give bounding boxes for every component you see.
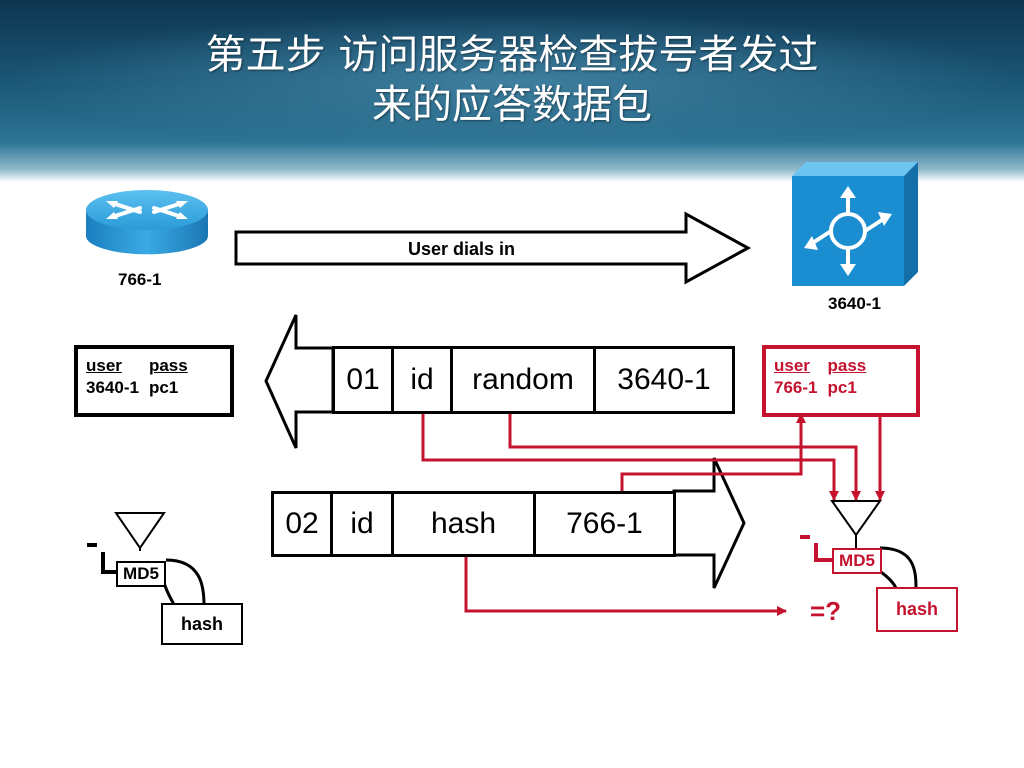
packet1-id: id (391, 346, 453, 414)
challenge-arrow (264, 314, 335, 449)
compare-symbol: =? (810, 596, 842, 626)
title-line-1: 第五步 访问服务器检查拔号者发过 (205, 32, 819, 78)
md5-funnel-left (87, 512, 206, 606)
packet1-code: 01 (332, 346, 394, 414)
packet1-random: random (450, 346, 596, 414)
access-server-icon (792, 162, 918, 286)
credentials-table-left: user pass 3640-1 pc1 (74, 345, 234, 417)
dial-in-label: User dials in (408, 239, 516, 259)
response-arrow (672, 457, 746, 589)
md5-box-right: MD5 (832, 548, 882, 574)
title-line-2: 来的应答数据包 (372, 82, 652, 128)
router-icon (86, 190, 208, 255)
packet2-name: 766-1 (533, 491, 676, 557)
user-value: 3640-1 (86, 378, 139, 397)
pass-value: pc1 (827, 378, 857, 397)
packet2-hash: hash (391, 491, 536, 557)
packet1-name: 3640-1 (593, 346, 735, 414)
packet2-id: id (330, 491, 394, 557)
router-label: 766-1 (118, 270, 162, 289)
user-header: user (774, 356, 810, 375)
packet2-code: 02 (271, 491, 333, 557)
title-banner (0, 0, 1024, 182)
user-value: 766-1 (774, 378, 818, 397)
pass-header: pass (827, 356, 867, 375)
pass-header: pass (148, 356, 188, 375)
hash-output-right: hash (876, 587, 958, 632)
hash-output-left: hash (161, 603, 243, 645)
md5-funnel-right (800, 500, 918, 589)
pass-value: pc1 (148, 378, 179, 397)
server-label: 3640-1 (828, 294, 881, 313)
dial-in-arrow (234, 211, 752, 285)
slide-title: 第五步 访问服务器检查拔号者发过 来的应答数据包 (0, 30, 1024, 130)
red-connectors (421, 413, 885, 616)
md5-box-left: MD5 (116, 561, 166, 587)
credentials-table-right: user pass 766-1 pc1 (762, 345, 920, 417)
user-header: user (86, 356, 122, 375)
